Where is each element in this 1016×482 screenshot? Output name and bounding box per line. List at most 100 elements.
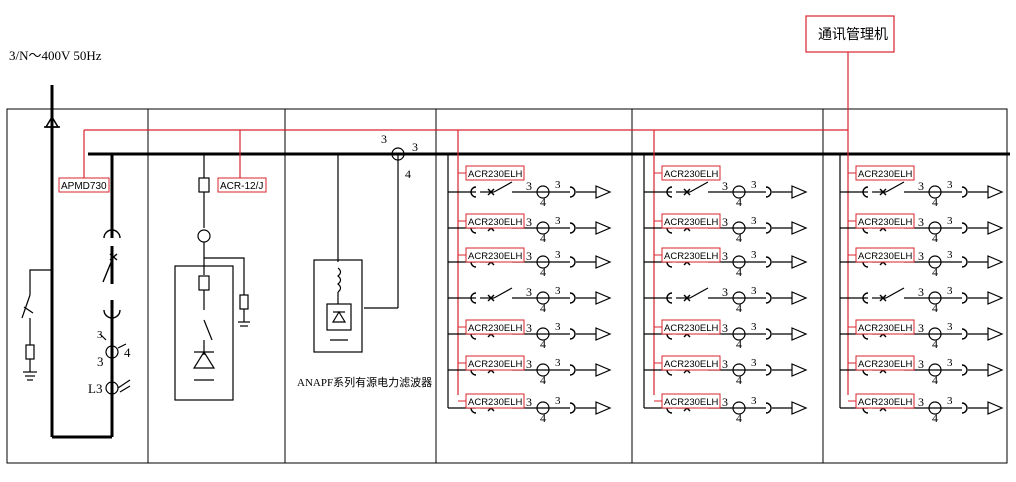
comm-manager-label: 通讯管理机	[818, 26, 888, 42]
feeder-plug	[961, 256, 968, 268]
feeder-ct-label-right: 4	[736, 411, 742, 425]
feeder-ct-label-left: 3	[526, 249, 532, 263]
incoming-ct-label-left: 3	[97, 354, 104, 369]
feeder-plug	[569, 222, 576, 234]
feeder-ct-label-top: 3	[555, 249, 561, 261]
feeder-ct-label-right: 4	[540, 265, 546, 279]
feeder-meter-label: ACR230ELH	[664, 359, 719, 370]
feeder-outlet-arrow	[791, 291, 808, 305]
feeder-meter-box	[855, 393, 915, 409]
feeder-ct-label-left: 3	[918, 395, 924, 409]
feeder-meter-label: ACR230ELH	[858, 169, 913, 180]
capacitor-meter-box	[217, 177, 267, 193]
feeder-ct-label-right: 4	[540, 231, 546, 245]
feeder-meter-box	[661, 213, 721, 229]
feeder-meter-box	[855, 165, 915, 181]
feeder-meter-label: ACR230ELH	[664, 169, 719, 180]
feeder-meter-box	[465, 319, 525, 335]
feeder-ct-label-right: 4	[932, 373, 938, 387]
feeder-ct-label-right: 4	[540, 411, 546, 425]
feeder-outlet-arrow	[791, 255, 808, 269]
feeder-switch	[493, 287, 513, 299]
feeder-ct-label-right: 4	[540, 301, 546, 315]
feeder-plug	[666, 186, 673, 198]
feeder-ct-label-left: 3	[722, 215, 728, 229]
apf-ct-label-bottom: 4	[405, 167, 411, 181]
feeder-meter-box	[661, 393, 721, 409]
feeder-outlet-arrow	[595, 327, 612, 341]
feeder-ct-label-top: 3	[555, 321, 561, 333]
feeder-meter-label: ACR230ELH	[468, 359, 523, 370]
feeder-plug	[961, 292, 968, 304]
feeder-switch-x	[683, 188, 691, 196]
feeder-ct-label-top: 3	[751, 395, 757, 407]
feeder-meter-box	[465, 165, 525, 181]
feeder-ct-label-top: 3	[947, 285, 953, 297]
feeder-outlet-arrow	[791, 327, 808, 341]
feeder-ct-label-top: 3	[947, 249, 953, 261]
feeder-ct-label-left: 3	[918, 179, 924, 193]
feeder-ct-label-top: 3	[555, 215, 561, 227]
feeder-ct-label-left: 3	[722, 179, 728, 193]
incoming-ct-label-top: 3	[97, 329, 103, 341]
feeder-ct-label-left: 3	[722, 395, 728, 409]
feeder-outlet-arrow	[987, 255, 1004, 269]
feeder-ct-label-right: 4	[540, 373, 546, 387]
capacitor-branch	[174, 154, 250, 401]
comm-manager-box	[805, 15, 895, 53]
incoming-breaker	[102, 229, 121, 319]
feeder-ct-label-top: 3	[947, 215, 953, 227]
feeder-ct-label-right: 4	[932, 231, 938, 245]
filter-caption: ANAPF系列有源电力滤波器	[297, 375, 432, 389]
feeder-outlet-arrow	[987, 291, 1004, 305]
capacitor-meter-label: ACR-12/J	[220, 181, 263, 192]
feeder-outlet-arrow	[791, 221, 808, 235]
feeder-meter-label: ACR230ELH	[858, 359, 913, 370]
feeder-meter-box	[465, 355, 525, 371]
feeder-ct-label-top: 3	[947, 395, 953, 407]
feeder-ct-label-right: 4	[736, 265, 742, 279]
feeder-plug	[765, 328, 772, 340]
feeder-ct-label-top: 3	[751, 179, 757, 191]
feeder-meter-label: ACR230ELH	[858, 251, 913, 262]
feeder-ct-label-top: 3	[751, 215, 757, 227]
feeder-plug	[765, 186, 772, 198]
feeder-switch	[885, 181, 905, 193]
feeder-outlet-arrow	[595, 363, 612, 377]
feeder-plug	[765, 222, 772, 234]
feeder-switch	[689, 287, 709, 299]
feeder-ct-label-right: 4	[932, 265, 938, 279]
feeder-switch	[493, 181, 513, 193]
feeder-meter-label: ACR230ELH	[664, 397, 719, 408]
apf-ct-label-right: 3	[412, 140, 418, 154]
feeder-meter-box	[661, 165, 721, 181]
feeder-ct-label-right: 4	[932, 411, 938, 425]
feeder-ct-label-top: 3	[751, 357, 757, 369]
feeder-ct-label-right: 4	[932, 301, 938, 315]
feeder-switch-x	[879, 294, 887, 302]
feeder-meter-box	[855, 319, 915, 335]
feeder-plug	[666, 292, 673, 304]
feeder-outlet-arrow	[987, 221, 1004, 235]
feeder-ct-label-top: 3	[751, 321, 757, 333]
feeder-plug	[569, 402, 576, 414]
feeder-plug	[961, 328, 968, 340]
incoming-meter-box	[58, 177, 110, 193]
feeder-meter-label: ACR230ELH	[858, 217, 913, 228]
feeder-meter-box	[855, 247, 915, 263]
feeder-meter-label: ACR230ELH	[664, 323, 719, 334]
feeder-meter-box	[661, 247, 721, 263]
feeder-plug	[765, 256, 772, 268]
apf-filter	[313, 147, 405, 353]
feeder-ct-label-right: 4	[736, 373, 742, 387]
feeder-ct-label-right: 4	[540, 195, 546, 209]
feeder-outlet-arrow	[595, 401, 612, 415]
feeder-ct-label-right: 4	[736, 195, 742, 209]
incoming-aux-branch	[21, 269, 52, 381]
feeder-plug	[470, 186, 477, 198]
feeder-meter-box	[661, 319, 721, 335]
feeder-meter-label: ACR230ELH	[468, 397, 523, 408]
feeder-switch	[885, 287, 905, 299]
feeder-meter-label: ACR230ELH	[664, 251, 719, 262]
